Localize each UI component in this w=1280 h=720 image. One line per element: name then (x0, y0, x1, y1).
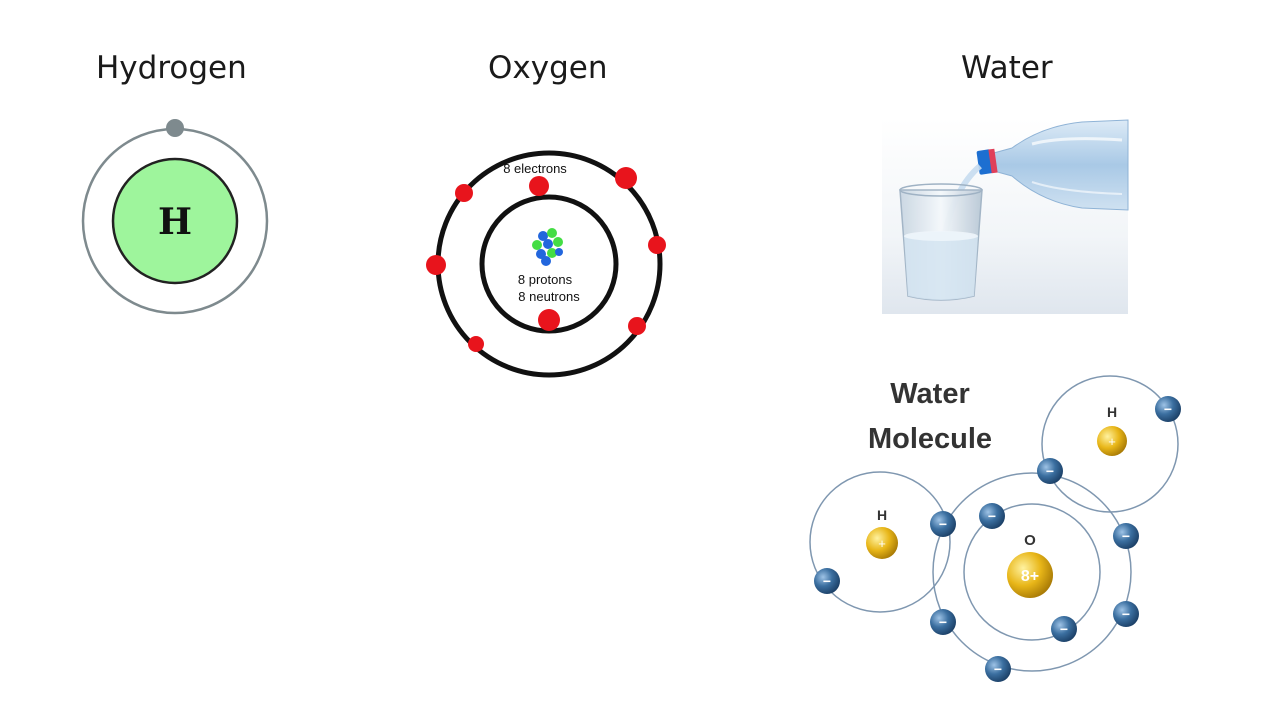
svg-text:−: − (939, 614, 947, 630)
svg-text:−: − (1164, 401, 1172, 417)
svg-text:−: − (994, 661, 1002, 677)
oxygen-nucleus (532, 228, 563, 266)
left-hydrogen-orbit (809, 471, 951, 613)
electrons-label: 8 electrons (503, 161, 567, 176)
oxygen-inner-shell (963, 503, 1101, 641)
electron: − (1155, 396, 1181, 422)
svg-text:8+: 8+ (1021, 568, 1039, 585)
water-bottle (976, 119, 1129, 211)
svg-text:+: + (878, 536, 886, 551)
hydrogen-electron (166, 119, 184, 137)
oxygen-label: O (1024, 532, 1036, 549)
hydrogen-symbol: H (158, 201, 192, 243)
oxygen-electrons (426, 167, 666, 352)
left-hydrogen-label: H (877, 507, 887, 523)
molecule-title-line1: Water (890, 378, 970, 410)
electron: − (930, 609, 956, 635)
electron (615, 167, 637, 189)
svg-text:−: − (1122, 606, 1130, 622)
svg-text:−: − (1122, 528, 1130, 544)
top-hydrogen-label: H (1107, 404, 1117, 420)
water-pouring-image (882, 118, 1129, 314)
hydrogen-atom-diagram: H (81, 119, 269, 315)
oxygen-outer-shell (932, 472, 1132, 672)
water-heading: Water (961, 50, 1053, 86)
electron: − (1037, 458, 1063, 484)
svg-text:−: − (988, 508, 996, 524)
electron: − (1113, 523, 1139, 549)
oxygen-heading: Oxygen (488, 50, 608, 86)
electron: − (1051, 616, 1077, 642)
svg-text:−: − (939, 516, 947, 532)
hydrogen-nucleus (111, 157, 239, 285)
water-glass (899, 183, 983, 301)
molecule-title-line2: Molecule (868, 423, 992, 455)
electron (468, 336, 484, 352)
electron: − (1113, 601, 1139, 627)
electron: − (979, 503, 1005, 529)
electron (648, 236, 666, 254)
electron: − (930, 511, 956, 537)
neutrons-label: 8 neutrons (518, 289, 580, 304)
water-molecule-diagram: Water Molecule + H + H 8+ O − − − − − − … (809, 375, 1181, 682)
electron (455, 184, 473, 202)
electron: − (814, 568, 840, 594)
hydrogen-heading: Hydrogen (96, 50, 247, 86)
top-hydrogen-nucleus: + (1097, 426, 1127, 456)
electron: − (985, 656, 1011, 682)
molecule-electrons: − − − − − − − − − − (814, 396, 1181, 682)
svg-text:−: − (823, 573, 831, 589)
left-hydrogen-nucleus: + (866, 527, 898, 559)
oxygen-nucleus-molecule: 8+ (1007, 552, 1053, 598)
electron (426, 255, 446, 275)
svg-text:−: − (1046, 463, 1054, 479)
electron (529, 176, 549, 196)
oxygen-atom-diagram: 8 electrons 8 protons 8 neutrons (426, 150, 666, 378)
protons-label: 8 protons (518, 272, 573, 287)
electron (538, 309, 560, 331)
electron (628, 317, 646, 335)
svg-text:−: − (1060, 621, 1068, 637)
svg-text:+: + (1108, 434, 1116, 449)
